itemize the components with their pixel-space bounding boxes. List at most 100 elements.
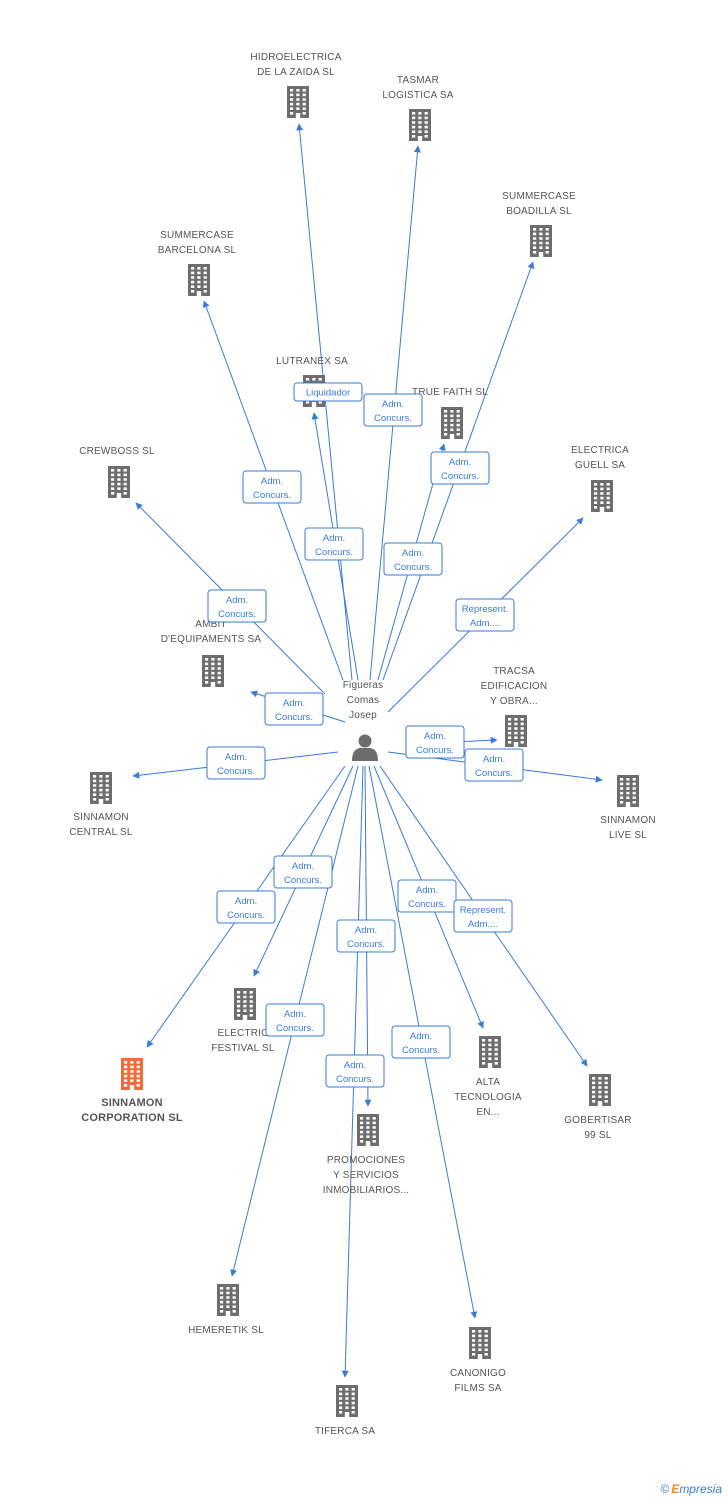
relation-label-text-line: Adm.	[292, 861, 314, 872]
building-icon[interactable]	[108, 466, 130, 498]
building-icon[interactable]	[121, 1058, 143, 1090]
relation-label-text-line: Concurs.	[374, 413, 412, 424]
relation-label-text: Adm.Concurs.	[402, 1031, 440, 1056]
relation-label-text: Adm.Concurs.	[408, 885, 446, 910]
relation-label[interactable]: Adm.Concurs.	[464, 748, 524, 782]
building-icon[interactable]	[617, 775, 639, 807]
relation-label[interactable]: Adm.Concurs.	[216, 890, 276, 924]
building-icon[interactable]	[530, 225, 552, 257]
relation-label[interactable]: Adm.Concurs.	[325, 1054, 385, 1088]
relation-label[interactable]: Adm.Concurs.	[336, 919, 396, 953]
company-name-line: CREWBOSS SL	[79, 446, 155, 457]
relation-label[interactable]: Adm.Concurs.	[397, 879, 457, 913]
relation-label-text: Adm.Concurs.	[475, 754, 513, 779]
building-icon[interactable]	[217, 1284, 239, 1316]
building-icon[interactable]	[589, 1074, 611, 1106]
relation-label[interactable]: Adm.Concurs.	[264, 692, 324, 726]
relation-label[interactable]: Adm.Concurs.	[242, 470, 302, 504]
company-name-line: ALTA	[476, 1077, 500, 1088]
building-icon[interactable]	[479, 1036, 501, 1068]
company-name-line: LUTRANEX SA	[276, 356, 348, 367]
relation-label-text: Represent.Adm....	[462, 604, 508, 629]
company-name-line: ELECTRICA	[571, 445, 629, 456]
relation-label-text-line: Adm.	[235, 896, 257, 907]
relation-label[interactable]: Adm.Concurs.	[207, 589, 267, 623]
relation-label-text-line: Adm.	[323, 533, 345, 544]
company-name-line: CANONIGO	[450, 1368, 506, 1379]
building-icon[interactable]	[188, 264, 210, 296]
relation-label[interactable]: Adm.Concurs.	[383, 542, 443, 576]
company-name-line: HIDROELECTRICA	[250, 52, 341, 63]
building-icon[interactable]	[234, 988, 256, 1020]
building-icon[interactable]	[357, 1114, 379, 1146]
company-name-line: FILMS SA	[454, 1383, 501, 1394]
building-icon[interactable]	[469, 1327, 491, 1359]
company-name: CREWBOSS SL	[79, 446, 155, 457]
company-node-crewboss[interactable]: CREWBOSS SL	[79, 446, 155, 498]
relation-label[interactable]: Adm.Concurs.	[304, 527, 364, 561]
company-name-line: TIFERCA SA	[315, 1426, 375, 1437]
relation-label-text-line: Concurs.	[416, 745, 454, 756]
relation-label[interactable]: Adm. Concurs.	[405, 725, 465, 759]
company-name-line: TECNOLOGIA	[454, 1092, 522, 1103]
relation-label-text: Adm.Concurs.	[336, 1060, 374, 1085]
company-node-true-faith[interactable]: TRUE FAITH SL	[412, 387, 488, 439]
relation-label-text: Adm.Concurs.	[284, 861, 322, 886]
brand-name: mpresia	[679, 1482, 722, 1496]
relation-label-text-line: Represent.	[462, 604, 508, 615]
relation-label[interactable]: Represent.Adm....	[453, 899, 513, 933]
company-node-canonigo[interactable]: CANONIGO FILMS SA	[450, 1327, 506, 1394]
relation-label[interactable]: Adm. Concurs.	[363, 393, 423, 427]
company-node-hemeretik[interactable]: HEMERETIK SL	[188, 1284, 264, 1336]
relation-label[interactable]: Adm.Concurs.	[391, 1025, 451, 1059]
company-name-line: SUMMERCASE	[502, 191, 576, 202]
building-icon[interactable]	[441, 407, 463, 439]
person-icon[interactable]	[352, 734, 378, 762]
relation-label[interactable]: Adm.Concurs.	[265, 1003, 325, 1037]
building-icon[interactable]	[287, 86, 309, 118]
relation-label[interactable]: Represent.Adm....	[455, 598, 515, 632]
relation-label[interactable]: Liquidador	[293, 382, 363, 402]
building-icon[interactable]	[409, 109, 431, 141]
relation-label-text-line: Adm.	[410, 1031, 432, 1042]
relation-label[interactable]: Adm.Concurs.	[273, 855, 333, 889]
relation-label-text-line: Adm.	[382, 399, 404, 410]
company-name-line: LOGISTICA SA	[382, 90, 453, 101]
relation-label-text-line: Concurs.	[475, 768, 513, 779]
relation-label-text-line: Concurs.	[275, 712, 313, 723]
relation-label[interactable]: Adm.Concurs.	[206, 746, 266, 780]
relation-label-text-line: Adm.	[424, 731, 446, 742]
company-node-tiferca[interactable]: TIFERCA SA	[315, 1385, 375, 1437]
building-icon[interactable]	[202, 655, 224, 687]
building-icon[interactable]	[505, 715, 527, 747]
company-name-line: INMOBILIARIOS...	[323, 1185, 410, 1196]
building-icon[interactable]	[90, 772, 112, 804]
relation-label-text-line: Adm.	[402, 548, 424, 559]
relation-label-text-line: Liquidador	[306, 388, 350, 399]
building-icon[interactable]	[336, 1385, 358, 1417]
relation-label-text: Adm. Concurs.	[374, 399, 412, 424]
relation-label[interactable]: Adm.Concurs.	[430, 451, 490, 485]
building-icon[interactable]	[591, 480, 613, 512]
